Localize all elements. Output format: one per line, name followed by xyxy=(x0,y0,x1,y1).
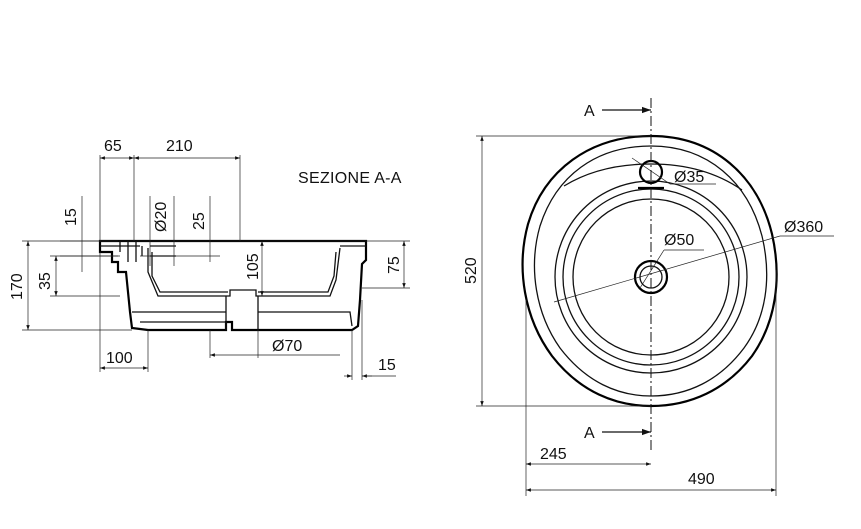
dim-100-label: 100 xyxy=(106,350,133,367)
dim-105-label: 105 xyxy=(245,253,262,280)
section-bowl-inner xyxy=(147,247,341,297)
dim-210-label: 210 xyxy=(166,138,193,155)
dim-diam20-25: Ø20 25 xyxy=(140,196,220,266)
dim-100: 100 xyxy=(99,252,149,372)
dim-top: 65 210 xyxy=(99,138,241,241)
dim-15-bottom-label: 15 xyxy=(378,357,396,374)
dim-depth: 520 xyxy=(463,135,651,407)
dim-170-label: 170 xyxy=(9,273,26,300)
dim-35-label: 35 xyxy=(37,272,54,290)
dim-depth-label: 520 xyxy=(463,257,480,284)
section-drain xyxy=(225,296,353,330)
section-title: SEZIONE A-A xyxy=(298,170,402,187)
dim-15-bottom: 15 xyxy=(344,300,396,380)
dim-diam70: Ø70 xyxy=(209,330,340,358)
dim-width: 245 490 xyxy=(525,270,777,496)
dim-width-label: 490 xyxy=(688,471,715,488)
dim-35: 35 xyxy=(37,255,120,297)
plan-bowl-inner xyxy=(572,198,730,356)
section-marker-bottom-label: A xyxy=(584,425,595,442)
dim-bowl-label: Ø360 xyxy=(784,219,823,236)
dim-tap-hole: Ø35 xyxy=(631,157,716,186)
section-marker-bottom: A xyxy=(584,425,651,442)
plan-view: A A Ø35 Ø360 Ø50 520 xyxy=(463,98,834,496)
dim-15-left-label: 15 xyxy=(63,208,80,226)
section-tap-hole xyxy=(119,241,176,262)
section-basin-outline xyxy=(98,239,368,332)
dim-bowl: Ø360 xyxy=(553,219,834,303)
dim-tap-hole-label: Ø35 xyxy=(674,169,704,186)
section-view: 65 210 15 Ø20 25 105 75 xyxy=(9,138,410,380)
dim-drain-label: Ø50 xyxy=(664,232,694,249)
dim-half-width-label: 245 xyxy=(540,446,567,463)
section-bowl-inner-2 xyxy=(151,251,337,293)
dim-75: 75 xyxy=(362,240,410,289)
dim-25-label: 25 xyxy=(191,212,208,230)
dim-drain: Ø50 xyxy=(639,232,704,289)
dim-65-label: 65 xyxy=(104,138,122,155)
dim-170: 170 xyxy=(9,240,132,331)
dim-15-left: 15 xyxy=(60,196,118,272)
section-marker-top: A xyxy=(584,103,651,120)
dim-105: 105 xyxy=(245,241,264,296)
section-base xyxy=(132,311,226,323)
dim-diam70-label: Ø70 xyxy=(272,338,302,355)
plan-deck-line xyxy=(563,163,743,191)
dim-diam20-label: Ø20 xyxy=(153,202,170,232)
dim-75-label: 75 xyxy=(386,256,403,274)
section-marker-top-label: A xyxy=(584,103,595,120)
